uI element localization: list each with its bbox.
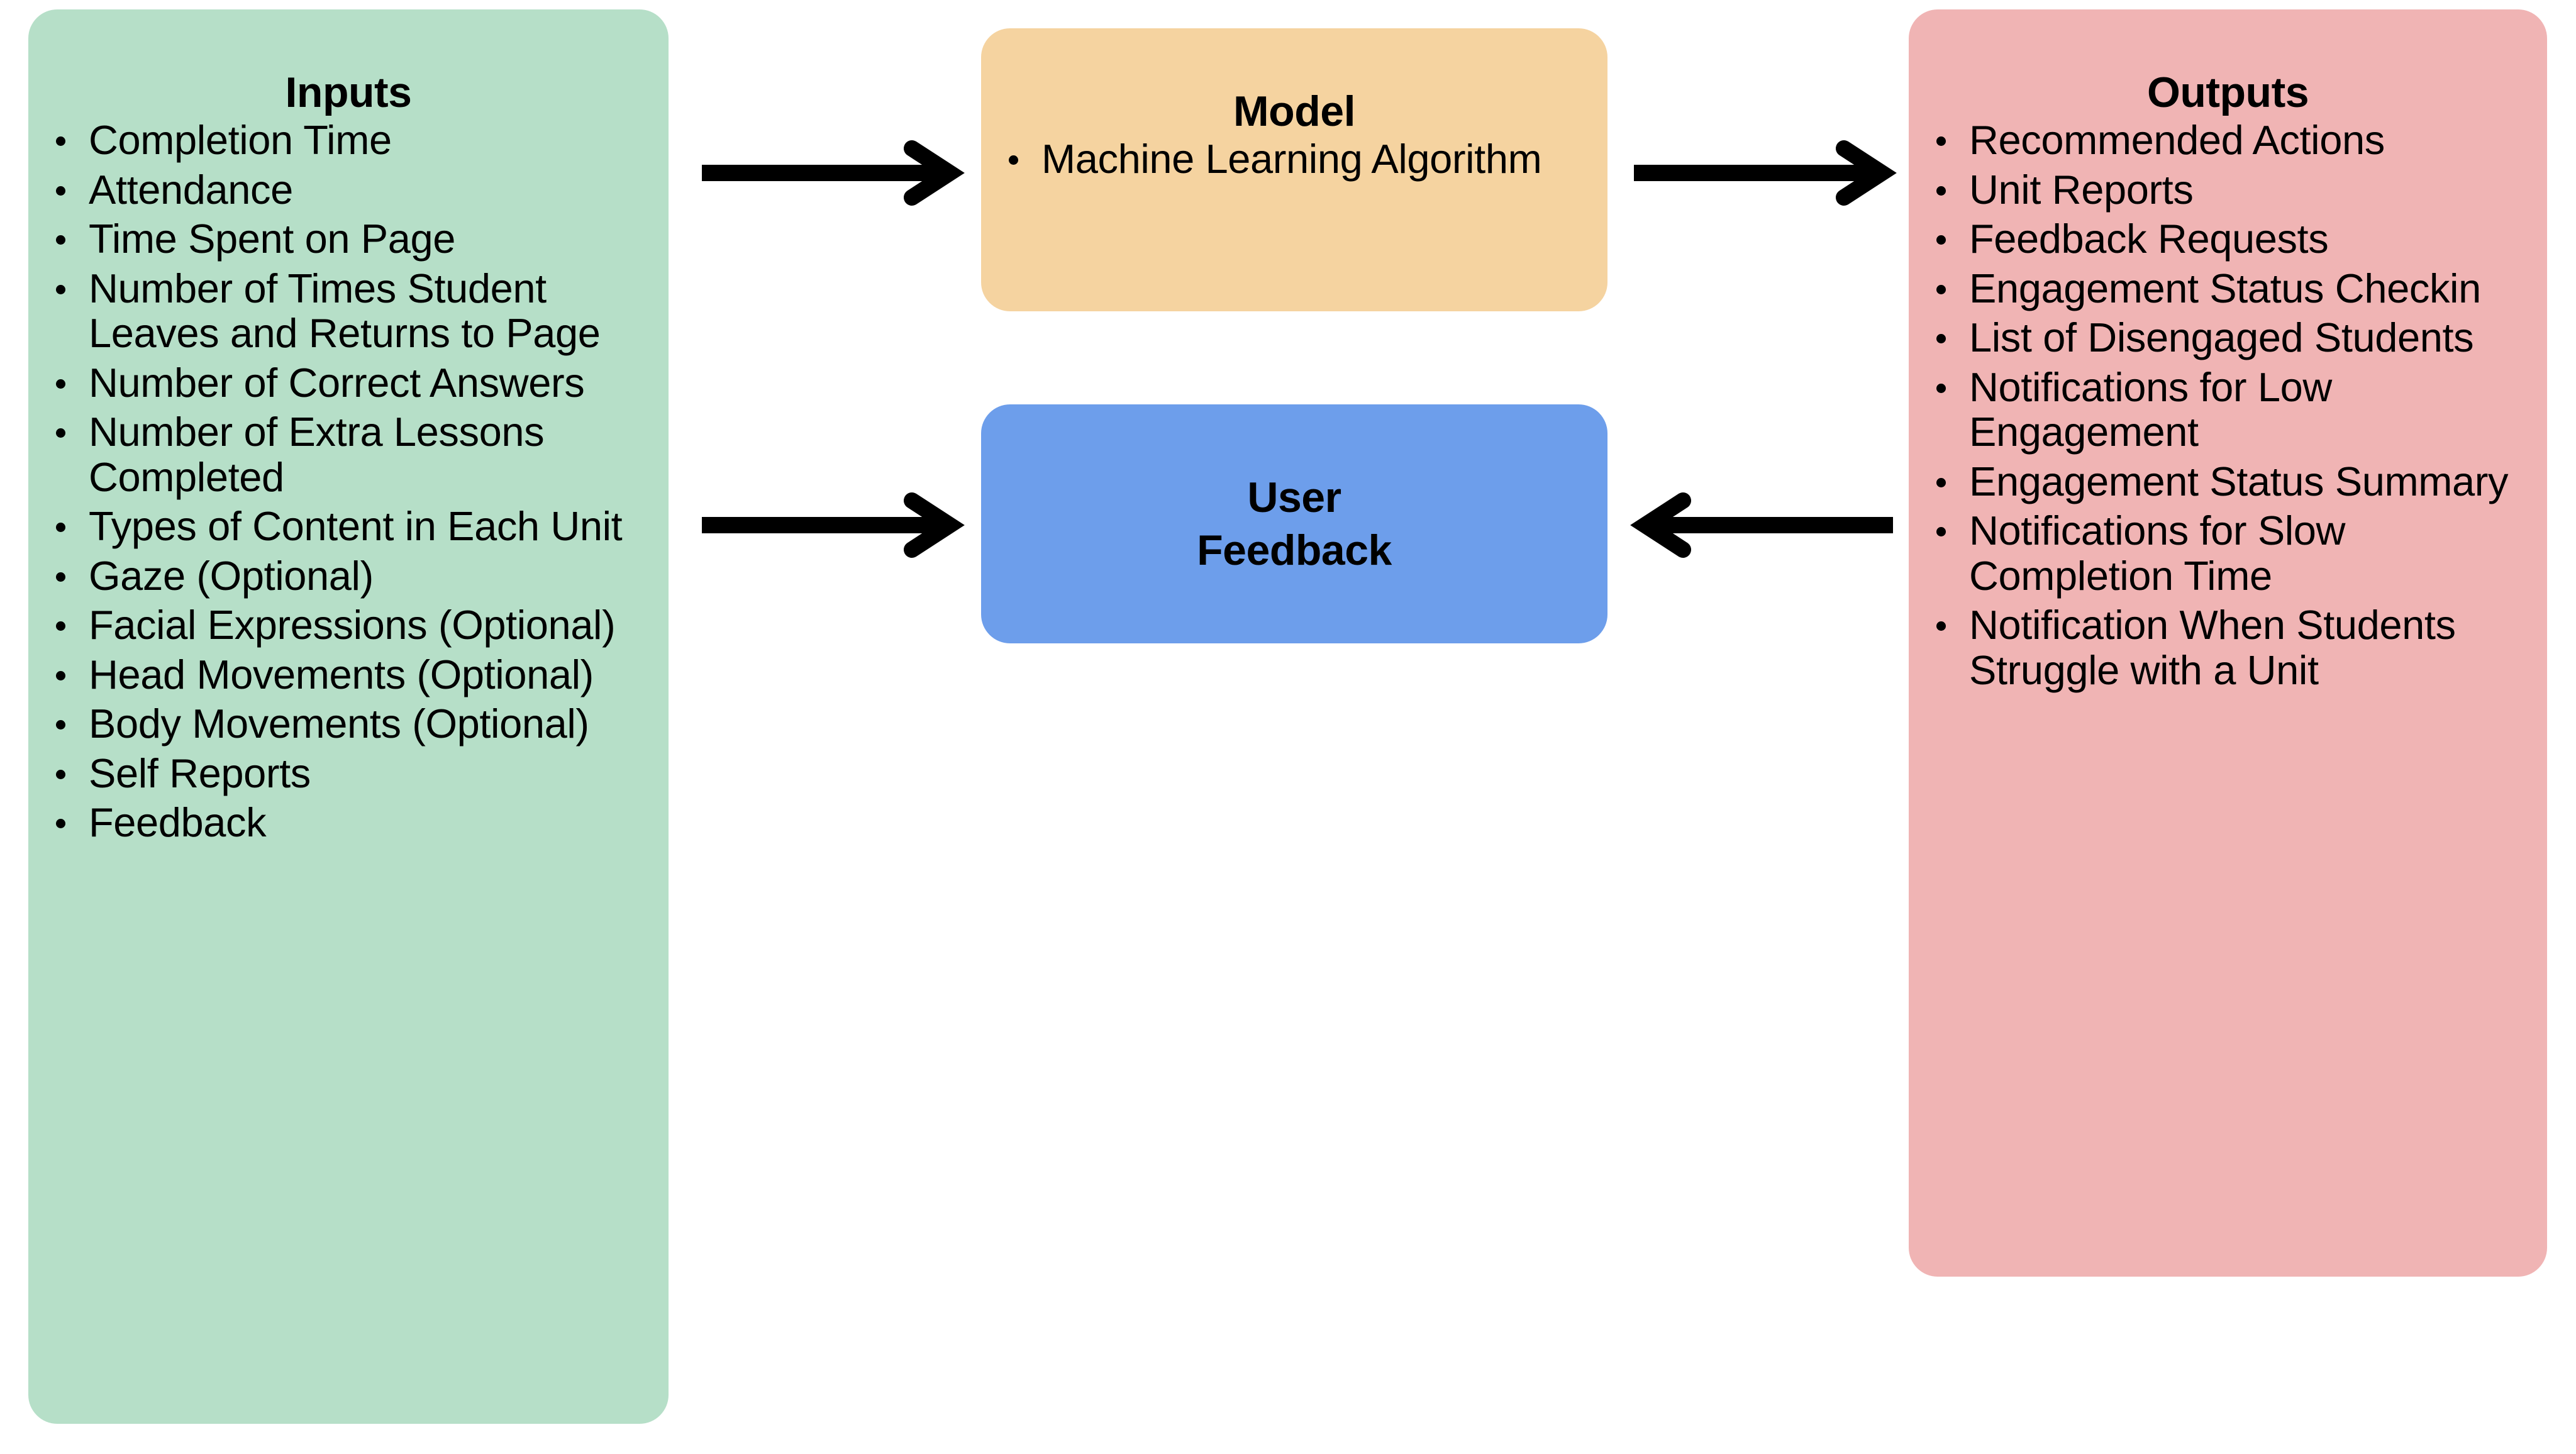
list-item: Number of Times Student Leaves and Retur… — [28, 265, 669, 356]
list-item: Attendance — [28, 167, 669, 213]
list-item: Time Spent on Page — [28, 216, 669, 262]
model-heading: Model — [1233, 87, 1355, 135]
inputs-list: Completion Time Attendance Time Spent on… — [28, 118, 669, 845]
list-item: Number of Correct Answers — [28, 360, 669, 406]
list-item: Completion Time — [28, 118, 669, 163]
arrow-outputs-to-user-feedback-icon — [1630, 478, 1896, 572]
list-item: Head Movements (Optional) — [28, 652, 669, 697]
list-item: Engagement Status Checkin — [1909, 266, 2547, 311]
user-feedback-box: User Feedback — [981, 404, 1607, 643]
list-item: Types of Content in Each Unit — [28, 504, 669, 549]
user-feedback-line1: User — [1247, 473, 1341, 521]
list-item: List of Disengaged Students — [1909, 315, 2547, 360]
list-item: Notifications for Low Engagement — [1909, 364, 2547, 455]
model-box: Model Machine Learning Algorithm — [981, 28, 1607, 311]
arrow-inputs-to-model-icon — [699, 126, 965, 220]
outputs-list: Recommended Actions Unit Reports Feedbac… — [1909, 118, 2547, 692]
list-item: Engagement Status Summary — [1909, 459, 2547, 504]
list-item: Facial Expressions (Optional) — [28, 602, 669, 648]
list-item: Feedback Requests — [1909, 216, 2547, 262]
list-item: Self Reports — [28, 751, 669, 796]
inputs-box: Inputs Completion Time Attendance Time S… — [28, 9, 669, 1424]
user-feedback-line2: Feedback — [1197, 526, 1392, 574]
list-item: Notification When Students Struggle with… — [1909, 602, 2547, 692]
arrow-inputs-to-user-feedback-icon — [699, 478, 965, 572]
inputs-heading: Inputs — [285, 69, 412, 116]
list-item: Unit Reports — [1909, 167, 2547, 213]
list-item: Feedback — [28, 800, 669, 845]
list-item: Machine Learning Algorithm — [981, 136, 1607, 182]
model-list: Machine Learning Algorithm — [981, 136, 1607, 182]
list-item: Recommended Actions — [1909, 118, 2547, 163]
outputs-heading: Outputs — [2146, 69, 2309, 116]
list-item: Body Movements (Optional) — [28, 701, 669, 746]
list-item: Gaze (Optional) — [28, 553, 669, 599]
list-item: Notifications for Slow Completion Time — [1909, 508, 2547, 598]
arrow-model-to-outputs-icon — [1631, 126, 1897, 220]
outputs-box: Outputs Recommended Actions Unit Reports… — [1909, 9, 2547, 1277]
list-item: Number of Extra Lessons Completed — [28, 409, 669, 499]
user-feedback-label: User Feedback — [1197, 471, 1392, 577]
